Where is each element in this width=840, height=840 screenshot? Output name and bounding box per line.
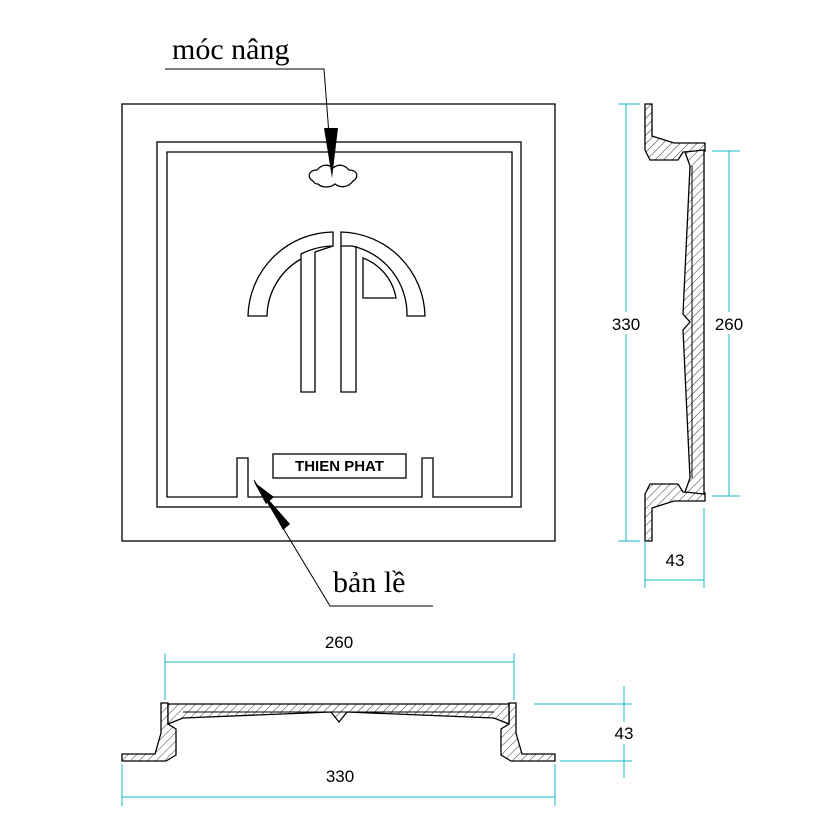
dim-43-bottom-text: 43 (615, 724, 634, 743)
side-cover-body (682, 149, 705, 495)
bottom-frame-right (500, 702, 556, 762)
lifting-hook-label: móc nâng (172, 33, 289, 66)
dim-260-side-text: 260 (715, 315, 743, 334)
cover-outer-edge (156, 141, 522, 508)
tp-logo (247, 231, 426, 393)
bottom-section-view: 260 330 43 (121, 633, 636, 806)
dim-330-bottom-text: 330 (326, 767, 354, 786)
dim-260-side-gap (711, 312, 747, 334)
dim-330-side-text: 330 (612, 315, 640, 334)
hinge-label: bản lề (333, 566, 405, 599)
lifting-hook-leader (165, 68, 331, 149)
dim-43-bottom-gap (614, 722, 636, 744)
logo-t-stem (300, 245, 334, 393)
lifting-hook-slot (308, 164, 358, 188)
side-frame-top (644, 103, 706, 161)
bottom-cover-body (167, 703, 510, 725)
logo-t-arc (247, 231, 334, 317)
plan-view: THIEN PHAT móc nâng bản lề (121, 33, 556, 607)
lifting-hook-arrowhead (324, 128, 338, 178)
logo-p-arc (340, 231, 426, 317)
outer-frame (121, 103, 556, 542)
hinge-arrowhead (254, 482, 274, 504)
dim-330-side-gap (608, 312, 644, 334)
brand-text: THIEN PHAT (295, 458, 384, 475)
logo-p-bowl (362, 257, 397, 299)
bottom-frame-left (121, 702, 177, 762)
logo-p-stem (340, 246, 357, 393)
side-frame-bottom (644, 483, 706, 542)
hinge-arrow-body (262, 492, 290, 530)
brand-plate (272, 453, 407, 479)
dim-43-side-text: 43 (666, 551, 685, 570)
dim-260-bottom-text: 260 (325, 633, 353, 652)
cover-inner-edge (166, 151, 513, 498)
side-section-view: 330 260 43 (608, 103, 747, 588)
